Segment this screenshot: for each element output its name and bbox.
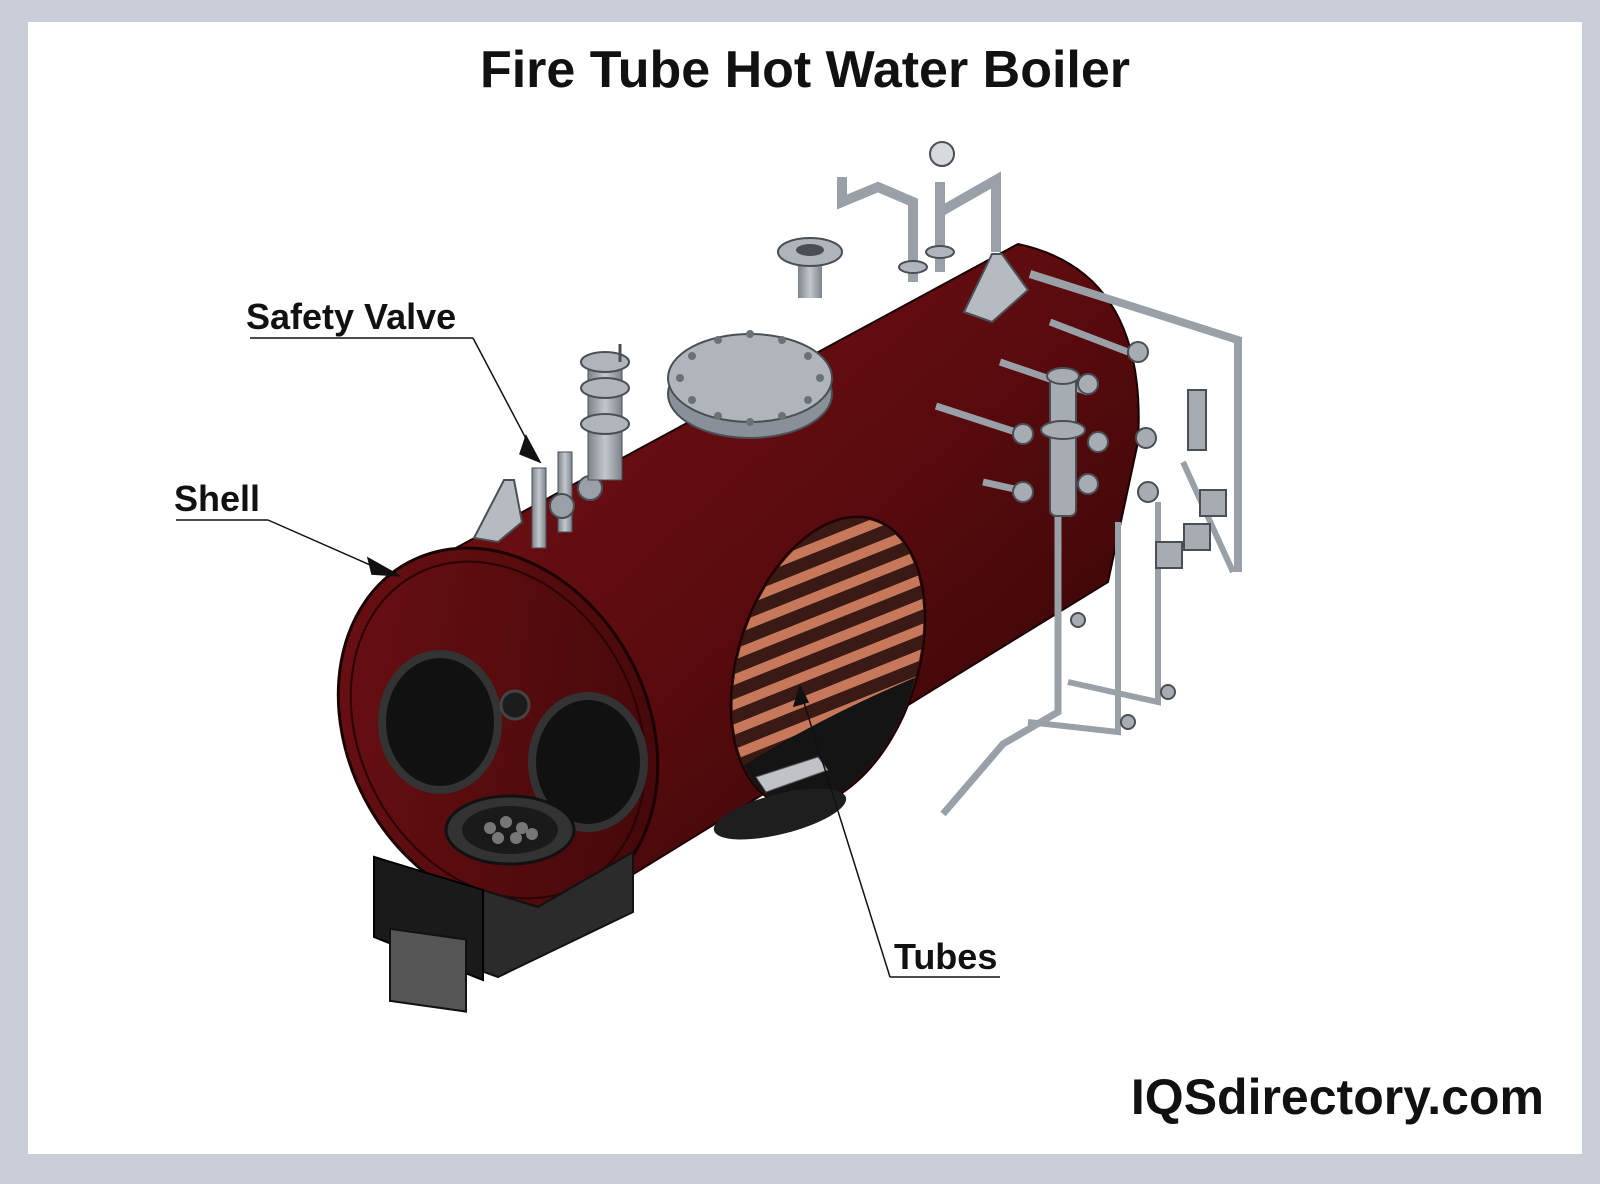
side-piping: [934, 270, 1242, 817]
pressure-gauge-icon: [837, 141, 1030, 324]
diagram-frame: Fire Tube Hot Water Boiler: [28, 22, 1582, 1154]
front-openings: [378, 650, 648, 832]
callout-leaders: [176, 337, 1000, 978]
diagram-title: Fire Tube Hot Water Boiler: [479, 41, 1131, 99]
side-valves: [1012, 341, 1227, 730]
label-shell: Shell: [174, 478, 261, 519]
brand-watermark: IQSdirectory.com: [1130, 1069, 1544, 1125]
manhole-flange-icon: [667, 237, 843, 439]
burner-housing-icon: [373, 794, 634, 1013]
safety-valve-icon: [472, 344, 630, 549]
boiler-illustration: [176, 141, 1242, 1013]
label-safety-valve: Safety Valve: [246, 296, 457, 337]
label-tubes: Tubes: [894, 936, 998, 977]
